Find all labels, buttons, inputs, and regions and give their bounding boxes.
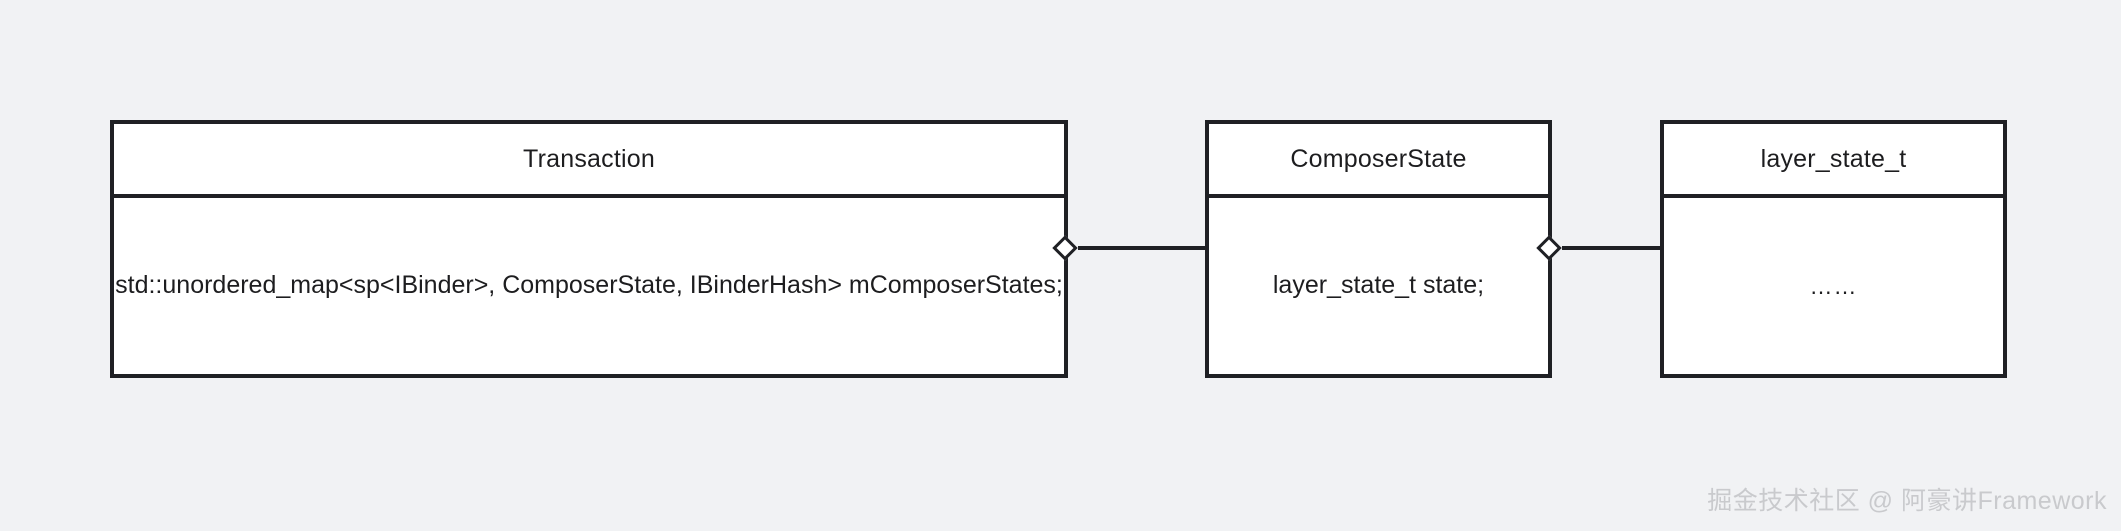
association-line — [1562, 246, 1663, 250]
uml-class-body-transaction: std::unordered_map<sp<IBinder>, Composer… — [114, 198, 1064, 374]
hollow-diamond-icon — [1536, 235, 1562, 261]
uml-class-layer-state-t[interactable]: layer_state_t …… — [1660, 120, 2007, 378]
uml-class-header-layer-state-t: layer_state_t — [1664, 124, 2003, 198]
watermark-text: 掘金技术社区 @ 阿豪讲Framework — [1707, 487, 2107, 515]
uml-class-body-layer-state-t: …… — [1664, 198, 2003, 374]
uml-class-name-transaction: Transaction — [523, 144, 655, 173]
uml-attribute-ellipsis: …… — [1809, 272, 1858, 299]
uml-class-name-layer-state-t: layer_state_t — [1760, 144, 1907, 173]
association-line — [1078, 246, 1208, 250]
aggregation-transaction-composerstate — [1052, 233, 1208, 263]
hollow-diamond-icon — [1052, 235, 1078, 261]
uml-class-body-composerstate: layer_state_t state; — [1209, 198, 1548, 374]
uml-class-name-composerstate: ComposerState — [1290, 144, 1467, 173]
uml-class-header-transaction: Transaction — [114, 124, 1064, 198]
uml-class-transaction[interactable]: Transaction std::unordered_map<sp<IBinde… — [110, 120, 1068, 378]
uml-class-composerstate[interactable]: ComposerState layer_state_t state; — [1205, 120, 1552, 378]
uml-attribute-state: layer_state_t state; — [1272, 271, 1485, 300]
uml-class-header-composerstate: ComposerState — [1209, 124, 1548, 198]
aggregation-composerstate-layerstatet — [1536, 233, 1663, 263]
uml-attribute-mcomposerstates: std::unordered_map<sp<IBinder>, Composer… — [115, 271, 1063, 300]
